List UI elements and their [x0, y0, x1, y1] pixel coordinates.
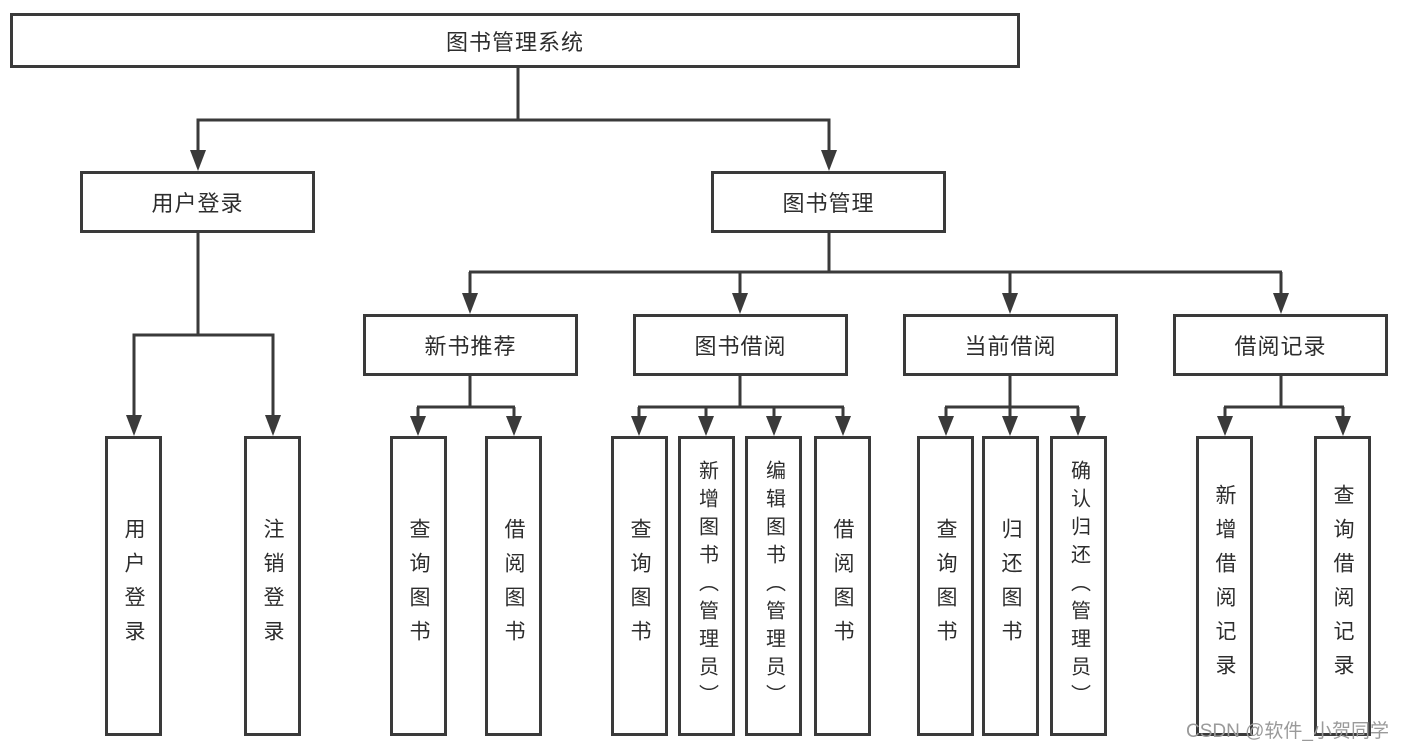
leaf-query-books-recommend-label: 查询图书: [407, 518, 430, 654]
node-root-library-system: 图书管理系统: [10, 13, 1020, 68]
node-user-login-label: 用户登录: [151, 191, 244, 216]
leaf-add-borrow-record-label: 新增借阅记录: [1213, 484, 1236, 688]
leaf-query-books-borrow-label: 查询图书: [628, 518, 651, 654]
node-book-management: 图书管理: [711, 171, 946, 233]
leaf-add-book-admin: 新增图书（管理员）: [678, 436, 735, 736]
leaf-user-login: 用户登录: [105, 436, 162, 736]
leaf-logout: 注销登录: [244, 436, 301, 736]
node-user-login: 用户登录: [80, 171, 315, 233]
node-new-book-recommend-label: 新书推荐: [424, 334, 517, 359]
leaf-add-book-admin-label: 新增图书（管理员）: [695, 460, 718, 712]
node-book-borrow-label: 图书借阅: [694, 334, 787, 359]
connector-borrow-records-children: [1217, 376, 1351, 436]
connector-new-book-recommend-children: [410, 376, 522, 436]
leaf-query-borrow-record: 查询借阅记录: [1314, 436, 1371, 736]
leaf-add-borrow-record: 新增借阅记录: [1196, 436, 1253, 736]
leaf-confirm-return-admin: 确认归还（管理员）: [1050, 436, 1107, 736]
csdn-watermark: CSDN @软件_小贺同学: [1186, 721, 1389, 742]
leaf-edit-book-admin-label: 编辑图书（管理员）: [762, 460, 785, 712]
node-new-book-recommend: 新书推荐: [363, 314, 578, 376]
node-root-label: 图书管理系统: [445, 29, 584, 55]
leaf-user-login-label: 用户登录: [122, 518, 145, 654]
leaf-borrow-books-recommend-label: 借阅图书: [502, 518, 525, 654]
leaf-borrow-books-recommend: 借阅图书: [485, 436, 542, 736]
leaf-return-books-label: 归还图书: [999, 518, 1022, 654]
leaf-query-books-current-label: 查询图书: [934, 518, 957, 654]
connector-book-management-children: [462, 233, 1289, 314]
connector-book-borrow-children: [631, 376, 851, 436]
leaf-query-books-current: 查询图书: [917, 436, 974, 736]
connector-root-to-level2: [190, 68, 837, 171]
node-current-borrow-label: 当前借阅: [964, 334, 1057, 359]
node-borrow-records-label: 借阅记录: [1234, 334, 1327, 359]
leaf-borrow-books-label: 借阅图书: [831, 518, 854, 654]
leaf-query-books-recommend: 查询图书: [390, 436, 447, 736]
leaf-query-borrow-record-label: 查询借阅记录: [1331, 484, 1354, 688]
node-current-borrow: 当前借阅: [903, 314, 1118, 376]
leaf-borrow-books: 借阅图书: [814, 436, 871, 736]
leaf-edit-book-admin: 编辑图书（管理员）: [745, 436, 802, 736]
leaf-logout-label: 注销登录: [261, 518, 284, 654]
connector-current-borrow-children: [938, 376, 1086, 436]
node-book-management-label: 图书管理: [782, 191, 875, 216]
leaf-return-books: 归还图书: [982, 436, 1039, 736]
node-book-borrow: 图书借阅: [633, 314, 848, 376]
leaf-confirm-return-admin-label: 确认归还（管理员）: [1067, 460, 1090, 712]
leaf-query-books-borrow: 查询图书: [611, 436, 668, 736]
node-borrow-records: 借阅记录: [1173, 314, 1388, 376]
connector-user-login-children: [126, 233, 281, 436]
